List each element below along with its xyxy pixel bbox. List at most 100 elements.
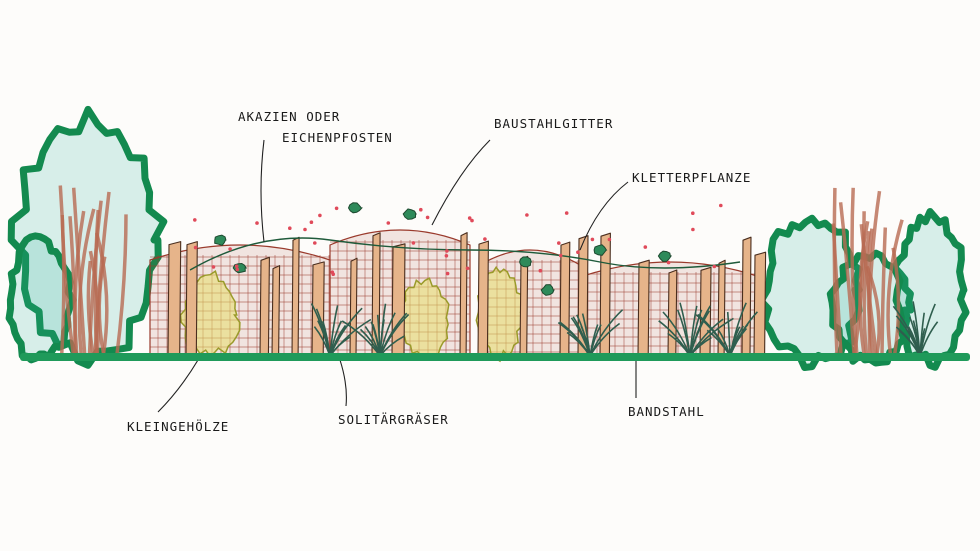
flower-dot [576,250,580,254]
hedge-shape [5,232,77,364]
vine-leaf [347,202,363,214]
leader-line [579,181,629,251]
wooden-post [637,259,650,357]
grass-blade [919,303,936,357]
flower-dot [557,241,561,245]
label-posts: Akazien oder Eichenpfosten [238,106,393,148]
grass-blade [315,308,331,357]
flower-dot [467,216,472,220]
shrub-stem [862,230,871,356]
grass-blade [557,321,591,357]
flower-dot [211,265,216,269]
flower-dot [444,254,449,258]
shrub-stem [858,220,870,356]
shrub-stem [73,210,86,356]
flower-dot [719,203,723,208]
grass-blade [658,320,691,357]
grass-blade [379,312,396,357]
wooden-post [459,232,468,357]
wooden-post [259,256,270,357]
grass-blade [589,322,621,357]
flower-dot [193,218,197,222]
flower-dot [691,227,695,232]
wooden-post [349,257,358,357]
flower-dot [590,237,595,242]
shrub-stem [886,219,904,356]
flower-dot [465,266,470,271]
vine-leaf [540,284,555,296]
grass-blade [689,317,734,357]
label-mesh: Baustahlgitter [494,116,614,131]
shrub-stem [865,265,881,356]
flower-dot [564,211,569,215]
flower-dot [334,206,339,211]
grass-blade [589,324,599,357]
flower-dot [318,213,322,218]
leader-line [339,359,347,407]
shrub-stem [93,209,100,356]
grass-blade [697,313,731,357]
flower-dot [445,249,449,253]
leader-line [431,139,491,226]
climbing-plants [189,202,741,296]
flower-dot [303,227,307,232]
flower-dot [228,247,232,251]
ground-line [20,353,970,361]
label-posts-line2: Eichenpfosten [282,130,393,145]
wooden-post [519,255,529,357]
flower-dot [193,245,198,250]
wooden-post [753,251,767,357]
flower-dot [331,272,336,277]
wooden-post [291,236,300,357]
shrub-stem [77,208,96,356]
flower-dot [607,237,612,242]
label-strap: Bandstahl [628,404,705,419]
flower-dot [309,220,314,224]
grass-blade [689,305,698,357]
grass-blade [679,302,691,357]
flower-dot [445,271,450,276]
wooden-post [477,240,489,357]
flower-dot [411,241,416,245]
flower-dot [525,213,529,217]
wooden-post [741,236,752,357]
shrub-stem [60,215,76,356]
leader-line [260,139,265,243]
shrub-stems [58,185,904,356]
leader-lines [157,139,637,413]
shrub-stem [838,202,856,356]
label-posts-line1: Akazien oder [238,109,341,124]
wooden-post [667,269,678,357]
vine-leaf [519,256,533,268]
flower-dot [288,226,292,230]
label-climber: Kletterpflanze [632,170,752,185]
wooden-post [559,241,571,357]
flower-dot [386,221,391,225]
shrub-stem [832,187,839,356]
label-shrubs: Kleingehölze [127,419,230,434]
leader-line [157,359,199,413]
grass-blade [581,313,591,357]
wooden-post [271,265,281,357]
flower-dot [643,245,648,249]
shrub-stem [86,260,95,356]
flower-dot [712,264,717,269]
flower-dot [558,253,563,258]
grass-blade [689,310,711,357]
grass-blade [570,317,591,357]
shrub-stem [71,187,87,356]
flower-dot [235,267,240,272]
wooden-post [185,241,198,357]
wooden-post [167,241,182,357]
vine-leaf [402,208,417,220]
flower-dot [419,207,423,212]
flower-dot [538,268,543,273]
vine [189,237,741,271]
shrub-stem [880,227,888,356]
shrub-stem [115,214,128,356]
grass-blade [379,313,410,357]
flower-dot [666,260,671,265]
flower-dot [425,215,430,220]
